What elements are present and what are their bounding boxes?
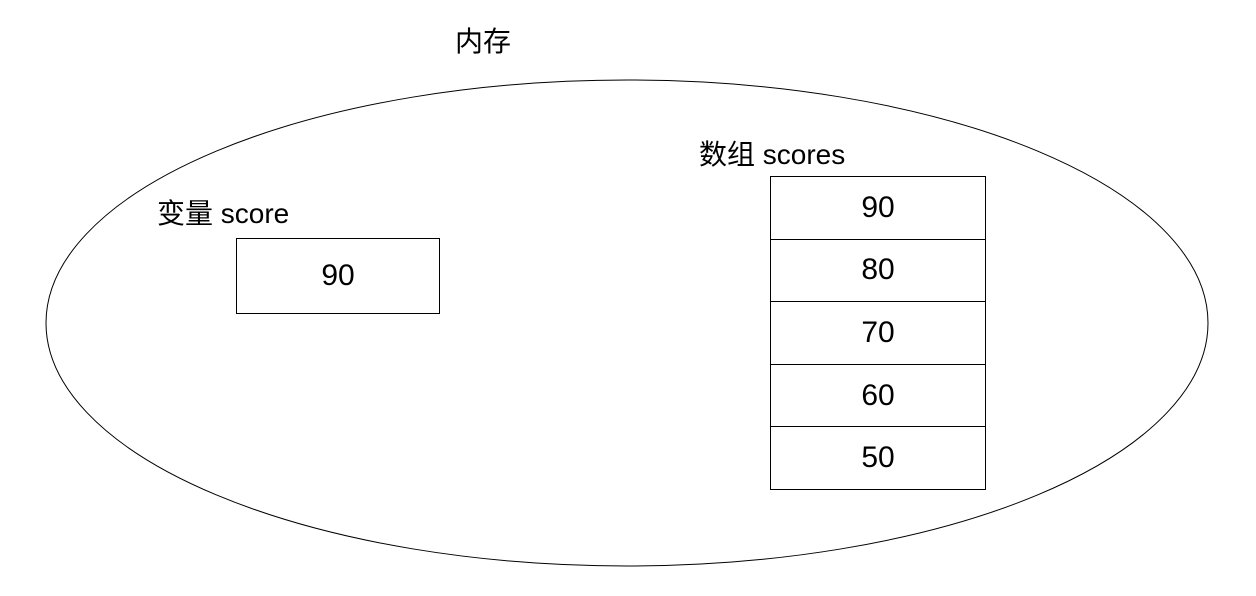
array-cell: 70 [771,302,985,365]
array-label: 数组 scores [699,139,846,170]
variable-label: 变量 score [157,198,290,229]
variable-box: 90 [236,238,440,314]
array-cell: 60 [771,365,985,428]
array-cell: 90 [771,177,985,240]
array-box: 90 80 70 60 50 [770,176,986,490]
diagram-title: 内存 [455,26,512,57]
variable-value: 90 [321,259,355,292]
array-cell: 50 [861,441,895,475]
array-cell: 80 [771,240,985,303]
